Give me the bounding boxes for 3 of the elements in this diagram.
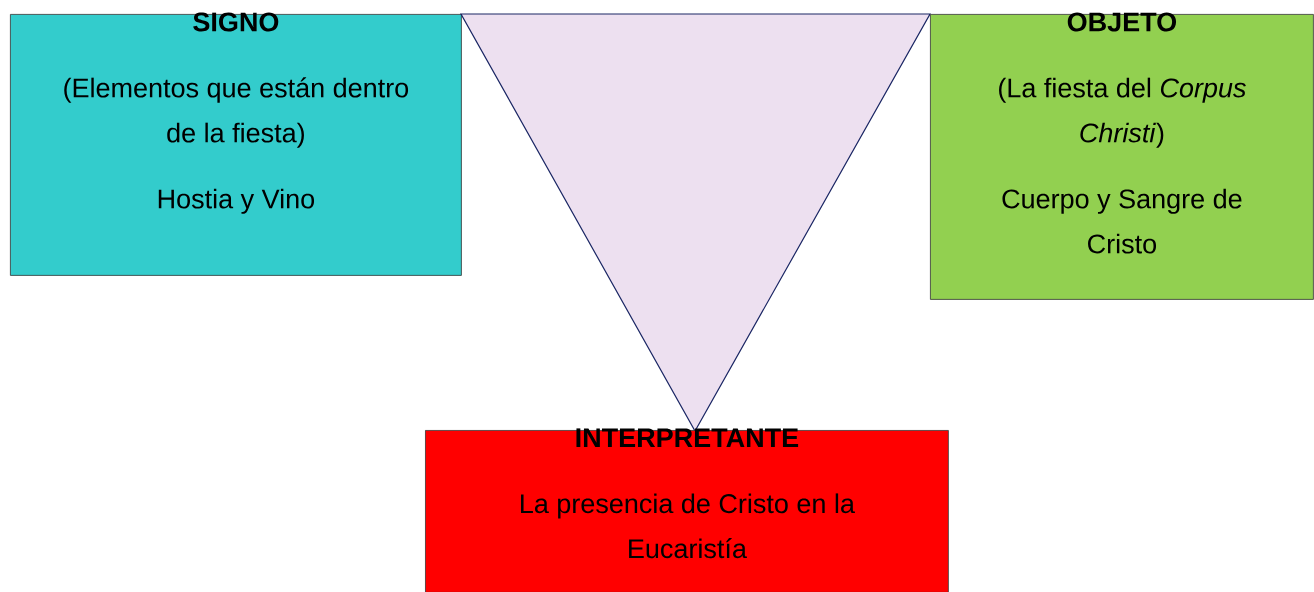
text-box: INTERPRETANTE La presencia de Cristo en la Eucaristía [425,428,949,592]
text-box: SIGNO (Elementos que están dentro de la fiesta) Hostia y Vino [10,12,462,276]
text-box: OBJETO (La fiesta del Corpus Christi) Cuerpo y Sangre de Cristo [930,12,1314,300]
